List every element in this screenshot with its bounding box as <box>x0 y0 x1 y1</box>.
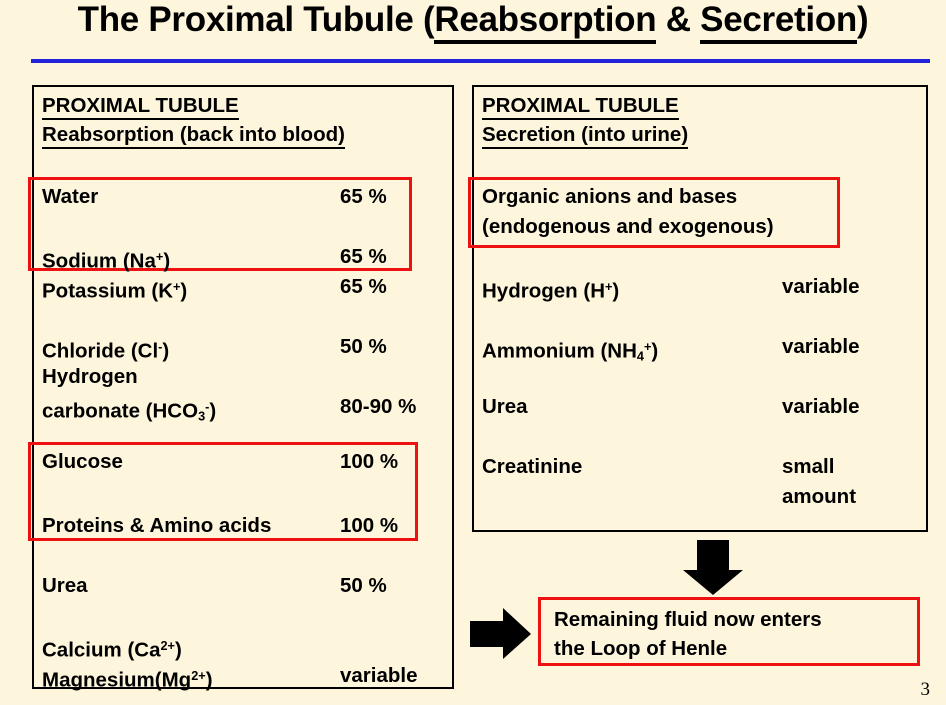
title-prefix: The Proximal Tubule ( <box>77 0 435 39</box>
row-value: variable <box>782 275 860 298</box>
row-value: variable <box>782 395 860 418</box>
secretion-panel-heading: PROXIMAL TUBULE Secretion (into urine) <box>482 93 689 151</box>
page-title: The Proximal Tubule (Reabsorption & Secr… <box>0 0 946 44</box>
callout-line-2: the Loop of Henle <box>554 637 728 660</box>
row-value: 100 % <box>340 450 399 473</box>
callout-line-1: Remaining fluid now enters <box>554 608 822 631</box>
row-value: small <box>782 455 835 478</box>
secretion-heading-line-2: Secretion (into urine) <box>482 122 689 149</box>
title-suffix: ) <box>856 0 869 39</box>
row-value: variable <box>782 335 860 358</box>
row-label: Hydrogen <box>42 365 138 388</box>
title-underlined-reabsorption: Reabsorption <box>434 0 657 44</box>
secretion-panel <box>472 85 928 532</box>
row-label: Ammonium (NH4+) <box>482 339 659 364</box>
highlight-box-organic-anions <box>468 177 840 248</box>
row-value: 50 % <box>340 574 387 597</box>
reabsorption-heading-line-1: PROXIMAL TUBULE <box>42 93 239 120</box>
callout-text: Remaining fluid now enters the Loop of H… <box>554 605 914 663</box>
title-underlined-secretion: Secretion <box>700 0 857 44</box>
row-label: Hydrogen (H+) <box>482 279 620 303</box>
row-value: 100 % <box>340 514 399 537</box>
reabsorption-panel <box>32 85 454 689</box>
row-label: (endogenous and exogenous) <box>482 215 774 238</box>
row-value: 65 % <box>340 275 387 298</box>
row-value: 65 % <box>340 245 387 268</box>
row-label: Organic anions and bases <box>482 185 738 208</box>
row-value: amount <box>782 485 857 508</box>
title-middle: & <box>656 0 701 39</box>
down-arrow <box>683 540 743 595</box>
row-label: Urea <box>482 395 528 418</box>
row-label: Magnesium(Mg2+) <box>42 668 213 692</box>
row-value: 50 % <box>340 335 387 358</box>
row-value: variable <box>340 664 418 687</box>
right-arrow <box>470 608 531 659</box>
row-value: 80-90 % <box>340 395 417 418</box>
row-label: carbonate (HCO3-) <box>42 399 217 424</box>
row-label: Glucose <box>42 450 123 473</box>
secretion-heading-line-1: PROXIMAL TUBULE <box>482 93 679 120</box>
reabsorption-heading-line-2: Reabsorption (back into blood) <box>42 122 345 149</box>
loop-of-henle-callout: Remaining fluid now enters the Loop of H… <box>538 597 920 666</box>
highlight-box-glucose-proteins <box>28 442 418 541</box>
row-label: Urea <box>42 574 88 597</box>
row-value: 65 % <box>340 185 387 208</box>
title-divider-rule <box>31 59 930 63</box>
reabsorption-panel-heading: PROXIMAL TUBULE Reabsorption (back into … <box>42 93 345 151</box>
row-label: Water <box>42 185 99 208</box>
row-label: Creatinine <box>482 455 583 478</box>
row-label: Proteins & Amino acids <box>42 514 272 537</box>
row-label: Chloride (Cl-) <box>42 339 170 363</box>
page-number: 3 <box>920 679 931 700</box>
highlight-box-water-sodium <box>28 177 412 271</box>
row-label: Sodium (Na+) <box>42 249 171 273</box>
row-label: Potassium (K+) <box>42 279 188 303</box>
row-label: Calcium (Ca2+) <box>42 638 182 662</box>
